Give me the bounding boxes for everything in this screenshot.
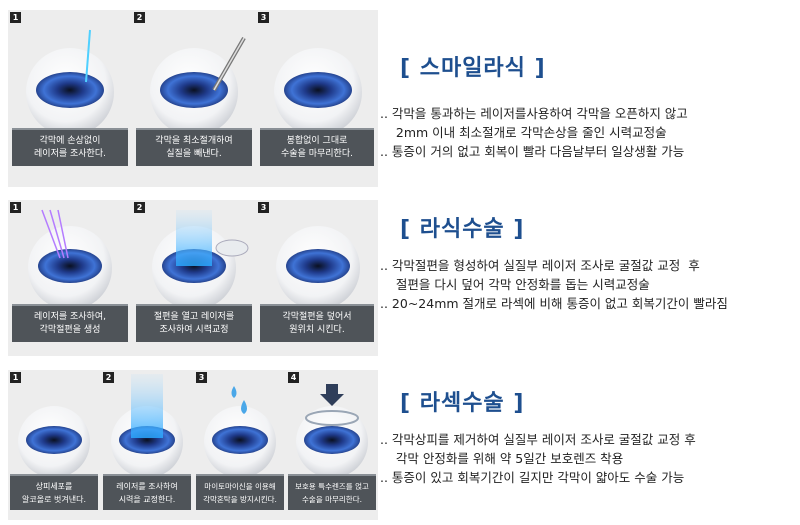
eyeball-flap-laser-icon bbox=[152, 210, 249, 310]
step-number: 2 bbox=[103, 372, 114, 383]
eyeball-icon bbox=[18, 406, 90, 478]
eyeball-drops-icon bbox=[204, 386, 276, 478]
step-number: 1 bbox=[10, 202, 21, 213]
step-number: 3 bbox=[196, 372, 207, 383]
smile-description: .. 각막을 통과하는 레이저를사용하여 각막을 오픈하지 않고 2mm 이내 … bbox=[380, 106, 688, 159]
lasek-description: .. 각막상피를 제거하여 실질부 레이저 조사로 굴절값 교정 후 각막 안정… bbox=[380, 432, 696, 485]
step-number: 1 bbox=[10, 12, 21, 23]
step-number: 3 bbox=[258, 12, 269, 23]
step-number: 2 bbox=[134, 202, 145, 213]
step-number: 3 bbox=[258, 202, 269, 213]
eyeball-laser-icon bbox=[28, 209, 112, 310]
lasek-title: [ 라섹수술 ] bbox=[400, 391, 525, 416]
lasik-step-1: 1 레이저를 조사하여,각막절편을 생성 bbox=[8, 200, 132, 356]
eyeball-icon bbox=[276, 226, 360, 310]
eyeball-forceps-icon bbox=[150, 37, 246, 136]
lasik-title: [ 라식수술 ] bbox=[400, 217, 525, 242]
eyeball-icon bbox=[274, 48, 362, 136]
smile-title: [ 스마일라식 ] bbox=[400, 56, 546, 81]
step-caption: 레이저를 조사하여,각막절편을 생성 bbox=[12, 304, 128, 342]
step-number: 4 bbox=[288, 372, 299, 383]
eyeball-laser-icon bbox=[111, 374, 183, 478]
eyeball-lens-icon bbox=[296, 384, 368, 478]
eyeball-laser-icon bbox=[26, 29, 114, 136]
step-number: 2 bbox=[134, 12, 145, 23]
lasik-description: .. 각막절편을 형성하여 실질부 레이저 조사로 굴절값 교정 후 절편을 다… bbox=[380, 258, 728, 311]
step-number: 1 bbox=[10, 372, 21, 383]
